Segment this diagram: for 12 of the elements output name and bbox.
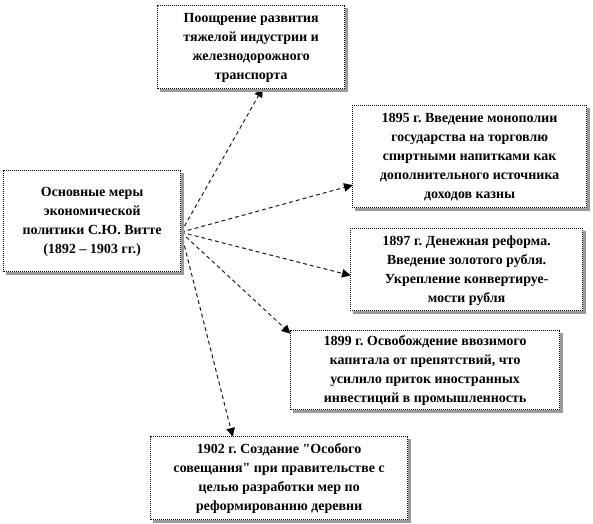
box-text: 1902 г. Создание "Особого совещания" при правительстве с целью разработки мер по реформированию деревни (172, 441, 386, 516)
box-text: Основные меры экономической политики С.Ю. Витте (1892 – 1903 гг.) (21, 184, 163, 259)
box-text: Поощрение развития тяжелой индустрии и железнодорожного транспорта (182, 10, 320, 85)
text-box (3, 170, 181, 272)
text-box (350, 228, 583, 311)
box-text: 1899 г. Освобождение ввозимого капитала от препятствий, что усилило приток иностранных инвестиций в промышленность (322, 333, 528, 408)
box-text: 1897 г. Денежная реформа. Введение золотого рубля. Укрепление конвертируе- мости рубля (381, 232, 552, 308)
text-box (352, 105, 587, 208)
text-box (290, 330, 560, 410)
text-box (157, 5, 345, 89)
text-box (150, 436, 408, 520)
box-text: 1895 г. Введение монополии государства на торговлю спиртными напитками как дополнительного источника доходов казны (378, 110, 560, 204)
